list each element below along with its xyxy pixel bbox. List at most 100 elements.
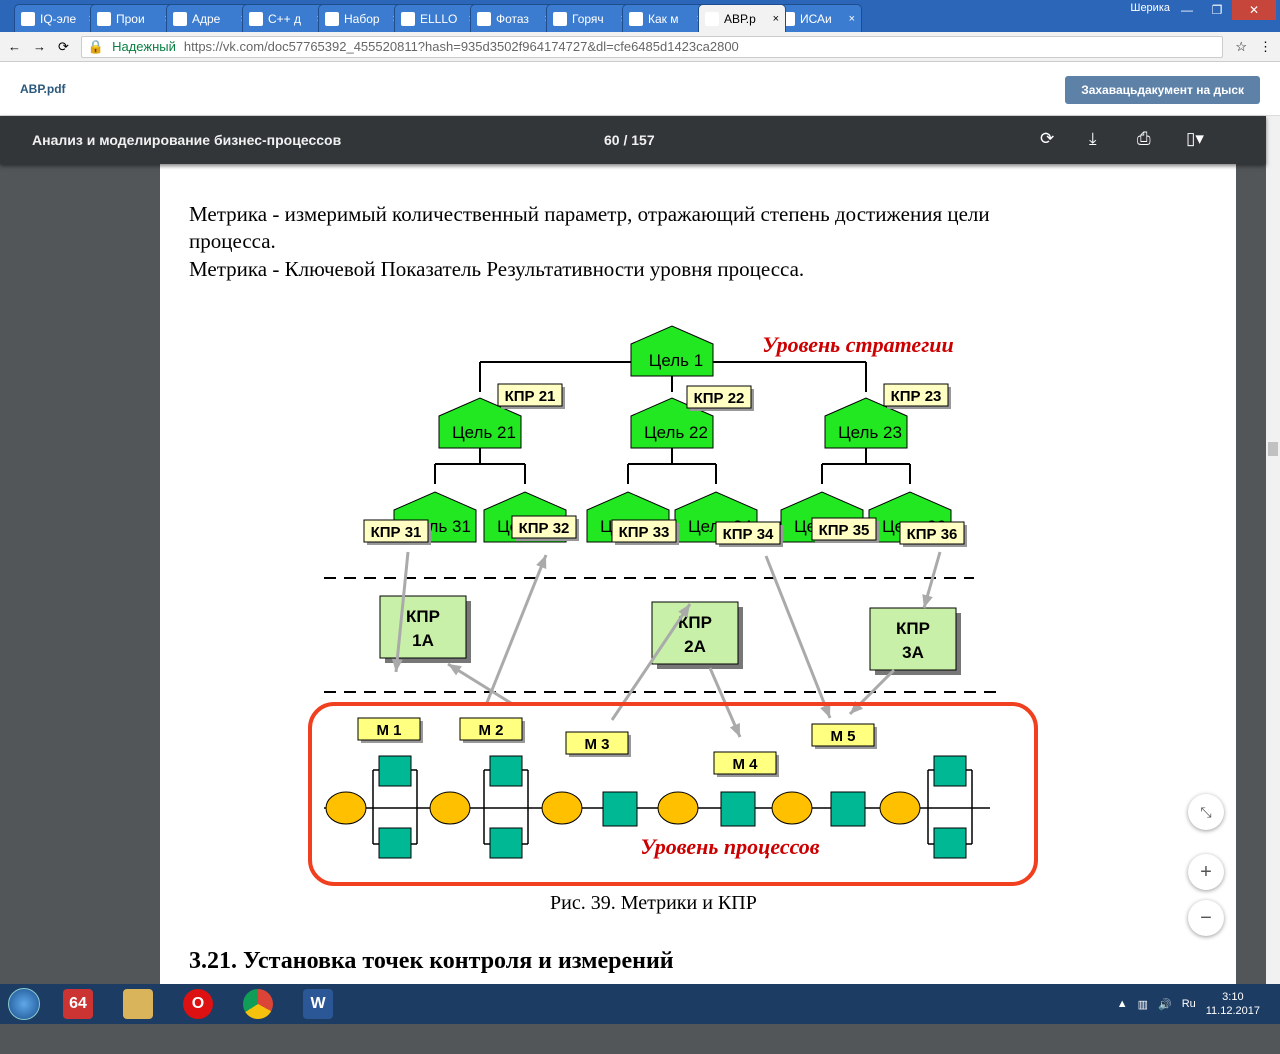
bookmark-icon[interactable]: ▯▾ — [1186, 129, 1204, 148]
maximize-button[interactable]: ❐ — [1211, 3, 1223, 17]
back-icon[interactable]: ← — [8, 39, 21, 54]
kpr-label: КПР 32 — [519, 520, 570, 537]
arrowhead — [850, 701, 863, 714]
forward-icon[interactable]: → — [33, 39, 46, 54]
language-indicator[interactable]: Ru — [1181, 998, 1196, 1010]
volume-icon[interactable]: 🔊 — [1157, 998, 1172, 1011]
close-button[interactable]: ✕ — [1232, 0, 1276, 20]
total-pages: 157 — [631, 132, 655, 148]
arrowhead — [536, 555, 547, 569]
metric-arrow — [447, 662, 515, 707]
page-indicator: 60 / 157 — [604, 132, 655, 148]
function-node — [378, 755, 412, 787]
menu-icon[interactable]: ⋮ — [1259, 38, 1272, 54]
arrowhead — [448, 664, 462, 676]
browser-tab[interactable]: Как м× — [622, 4, 710, 32]
kpr-label-box — [883, 383, 949, 407]
close-tab-icon[interactable]: × — [848, 12, 855, 25]
kpr-label-box — [497, 383, 563, 407]
document-bar: АВР.pdf Захавацьдакумент на дыск — [0, 62, 1280, 116]
browser-tab[interactable]: Набор× — [318, 4, 406, 32]
rotate-icon[interactable]: ⟳ — [1040, 129, 1055, 148]
document-name[interactable]: АВР.pdf — [20, 82, 66, 96]
function-node — [378, 827, 412, 859]
arrowhead — [391, 658, 403, 672]
metric-box — [713, 751, 777, 775]
print-icon[interactable]: ⎙ — [1137, 129, 1151, 148]
function-node — [489, 755, 523, 787]
kpr-label: КПР 35 — [819, 522, 870, 539]
secure-label: Надежный — [112, 39, 176, 54]
close-tab-icon[interactable]: × — [772, 12, 779, 25]
star-icon[interactable]: ☆ — [1235, 38, 1247, 54]
goal-node — [438, 397, 522, 449]
kpr-label: КПР 34 — [723, 526, 774, 543]
metric-label: М 1 — [376, 722, 401, 739]
kpr-label-box — [899, 521, 965, 545]
browser-tab[interactable]: IQ-эле× — [14, 4, 102, 32]
paragraph: Метрика - измеримый количественный парам… — [189, 202, 990, 226]
metric-arrow — [484, 554, 548, 706]
paragraph: процесса. — [189, 229, 276, 253]
favicon-icon — [553, 11, 567, 26]
zoom-out-button[interactable]: − — [1188, 900, 1224, 936]
scrollbar-thumb[interactable] — [1268, 442, 1278, 456]
kpr-a-label: КПР — [406, 607, 440, 626]
metric-label: М 4 — [732, 756, 758, 773]
taskbar-app[interactable]: O — [168, 985, 228, 1023]
favicon-icon — [477, 11, 491, 26]
start-button[interactable] — [0, 984, 48, 1024]
kpr-a-box — [379, 595, 467, 659]
goal-label: Цель 1 — [649, 351, 703, 370]
browser-tab[interactable]: Адре× — [166, 4, 254, 32]
browser-tab[interactable]: C++ д× — [242, 4, 330, 32]
goal-label: Цель 21 — [452, 423, 516, 442]
network-icon[interactable]: ▥ — [1137, 998, 1148, 1011]
taskbar-app[interactable]: W — [288, 985, 348, 1023]
browser-tab[interactable]: АВР.р× — [698, 4, 786, 32]
window-controls: — ❐ ✕ — [1172, 0, 1276, 20]
save-to-disk-button[interactable]: Захавацьдакумент на дыск — [1065, 76, 1260, 104]
favicon-icon — [249, 11, 263, 26]
browser-tab[interactable]: Фотаз× — [470, 4, 558, 32]
function-node — [602, 791, 638, 827]
kpr-a-label: 2А — [684, 637, 706, 656]
event-node — [879, 791, 921, 825]
reload-icon[interactable]: ⟳ — [58, 38, 69, 54]
paragraph: Метрика - Ключевой Показатель Результати… — [189, 257, 805, 281]
profile-name[interactable]: Шерика — [1130, 2, 1170, 14]
browser-tab[interactable]: ИСАи× — [774, 4, 862, 32]
goal-label: Цель 22 — [644, 423, 708, 442]
browser-tab[interactable]: ELLLO× — [394, 4, 482, 32]
chrome-icon — [243, 989, 273, 1019]
zoom-in-button[interactable]: + — [1188, 854, 1224, 890]
minimize-button[interactable]: — — [1181, 3, 1193, 17]
scrollbar[interactable] — [1266, 116, 1280, 984]
arrowhead — [729, 723, 740, 737]
taskbar-app[interactable] — [108, 985, 168, 1023]
download-icon[interactable]: ⤓ — [1089, 129, 1097, 148]
current-page[interactable]: 60 — [604, 132, 620, 148]
favicon-icon — [401, 11, 415, 26]
kpr-a-label: КПР — [896, 619, 930, 638]
browser-tab[interactable]: Горяч× — [546, 4, 634, 32]
metric-arrow — [394, 551, 410, 673]
taskbar-app[interactable]: 64 — [48, 985, 108, 1023]
browser-tab[interactable]: Прои× — [90, 4, 178, 32]
tray-arrow-icon[interactable]: ▲ — [1116, 998, 1128, 1010]
fit-page-button[interactable]: ⤡ — [1188, 794, 1224, 830]
metric-box — [459, 717, 523, 741]
kpr-a-label: 3А — [902, 643, 924, 662]
favicon-icon — [21, 11, 35, 26]
pdf-page: Метрика - измеримый количественный парам… — [160, 164, 1236, 984]
figure-caption: Рис. 39. Метрики и КПР — [550, 892, 757, 914]
kpr-label: КПР 22 — [694, 390, 745, 407]
taskbar-app[interactable] — [228, 985, 288, 1023]
kpr-label-box — [511, 515, 577, 539]
function-node — [933, 827, 967, 859]
